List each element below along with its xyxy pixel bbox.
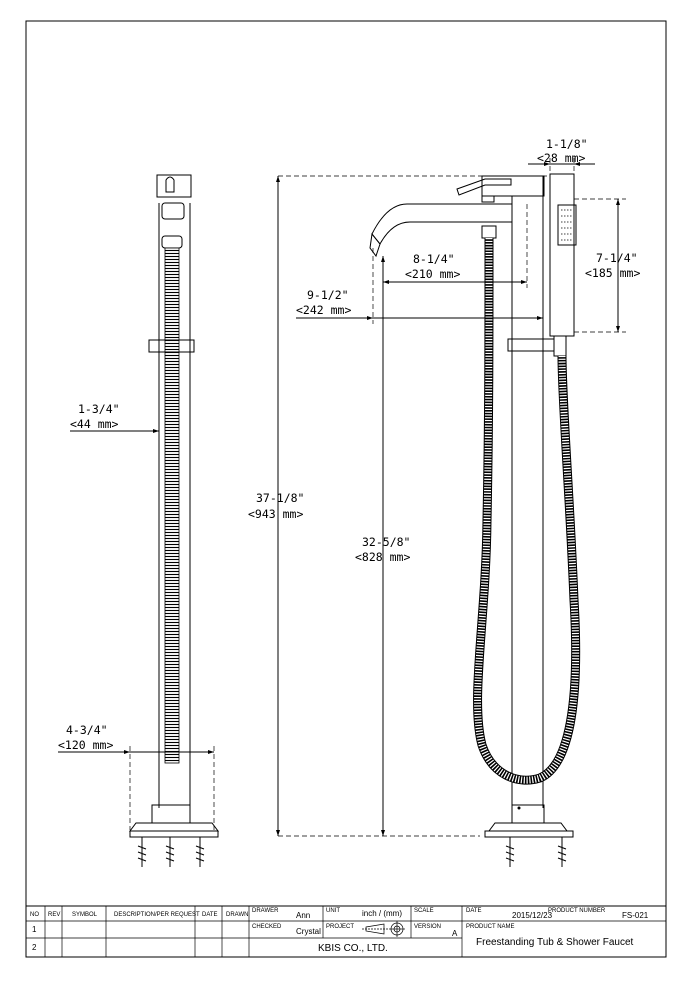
dim-943-imperial: 37-1/8" bbox=[256, 491, 304, 505]
tb-checked-value: Crystal bbox=[296, 927, 321, 936]
dim-210-imperial: 8-1/4" bbox=[413, 252, 455, 266]
dim-120-metric: <120 mm> bbox=[58, 738, 113, 752]
tb-product-number-value: FS-021 bbox=[622, 911, 649, 920]
tb-unit-value: inch / (mm) bbox=[362, 909, 402, 918]
title-block-frame bbox=[25, 905, 667, 958]
side-view: 1-3/4" <44 mm> 4-3/4" <120 mm> bbox=[58, 174, 219, 867]
side-spout bbox=[161, 202, 185, 220]
dim-44mm: 1-3/4" <44 mm> bbox=[70, 402, 159, 433]
dim-185mm: 7-1/4" <185 mm> bbox=[574, 198, 640, 333]
front-base-collar bbox=[511, 804, 545, 824]
dim-828-metric: <828 mm> bbox=[355, 550, 410, 564]
tb-header-product-name: PRODUCT NAME bbox=[466, 924, 515, 930]
dim-210-metric: <210 mm> bbox=[405, 267, 460, 281]
tb-drawer-value: Ann bbox=[296, 911, 310, 920]
tb-header-drawn: DRAWN bbox=[226, 912, 248, 918]
dim-828-imperial: 32-5/8" bbox=[362, 535, 410, 549]
dim-28mm: 1-1/8" <28 mm> bbox=[528, 137, 595, 174]
tb-header-no: NO bbox=[30, 912, 39, 918]
dim-943-metric: <943 mm> bbox=[248, 507, 303, 521]
dim-28-metric: <28 mm> bbox=[537, 151, 586, 165]
side-base-plate bbox=[129, 822, 219, 832]
tb-header-scale: SCALE bbox=[414, 908, 434, 914]
front-holder-clip bbox=[553, 335, 567, 357]
dim-242mm: 9-1/2" <242 mm> bbox=[296, 248, 543, 324]
side-hose bbox=[164, 247, 180, 764]
front-lever-base bbox=[481, 195, 495, 203]
side-spout-outlet bbox=[161, 235, 183, 249]
tb-header-description: DESCRIPTION/PER REQUEST bbox=[114, 912, 200, 918]
tb-header-unit: UNIT bbox=[326, 908, 340, 914]
front-hose-outer bbox=[473, 237, 581, 785]
tb-header-version: VERSION bbox=[414, 924, 441, 930]
tb-header-checked: CHECKED bbox=[252, 924, 282, 930]
front-handshower-body bbox=[549, 173, 575, 337]
side-handle-nub bbox=[165, 176, 175, 193]
tb-company: KBIS CO., LTD. bbox=[318, 943, 388, 954]
dim-120-imperial: 4-3/4" bbox=[66, 723, 108, 737]
dim-28-imperial: 1-1/8" bbox=[546, 137, 588, 151]
side-top-cap bbox=[156, 174, 192, 198]
tb-row-1: 1 bbox=[32, 925, 37, 934]
front-hose-connector bbox=[481, 225, 497, 239]
projection-symbol-icon bbox=[362, 921, 405, 937]
front-lever-handle bbox=[456, 178, 512, 196]
front-mounting-bolts bbox=[505, 837, 567, 867]
side-base-collar bbox=[151, 804, 191, 824]
tb-header-project: PROJECT bbox=[326, 924, 354, 930]
tb-header-drawer: DRAWER bbox=[252, 908, 279, 914]
tb-header-rev: REV bbox=[48, 912, 60, 918]
dim-44-metric: <44 mm> bbox=[70, 417, 119, 431]
dim-185-metric: <185 mm> bbox=[585, 266, 640, 280]
dim-44-imperial: 1-3/4" bbox=[78, 402, 120, 416]
dim-120mm: 4-3/4" <120 mm> bbox=[58, 723, 215, 830]
front-base-screw bbox=[517, 806, 521, 810]
front-handshower-spray-face bbox=[557, 204, 577, 246]
front-view: 37-1/8" <943 mm> 32-5/8" <828 mm> 9-1/2"… bbox=[248, 137, 640, 867]
side-mounting-bolts bbox=[137, 837, 205, 867]
front-top-body bbox=[481, 175, 545, 197]
side-base-flange bbox=[129, 830, 219, 838]
front-holder-ring bbox=[507, 338, 555, 352]
tb-row-2: 2 bbox=[32, 943, 37, 952]
front-spout-tip bbox=[369, 232, 381, 258]
tb-header-date2: DATE bbox=[466, 908, 482, 914]
dim-185-imperial: 7-1/4" bbox=[596, 251, 638, 265]
tb-header-symbol: SYMBOL bbox=[72, 912, 98, 918]
front-base-flange bbox=[484, 830, 574, 838]
tb-header-product-number: PRODUCT NUMBER bbox=[548, 908, 606, 914]
tb-header-date: DATE bbox=[202, 912, 218, 918]
front-handshower-nozzles bbox=[561, 209, 573, 241]
title-block: NO REV SYMBOL DESCRIPTION/PER REQUEST DA… bbox=[25, 905, 667, 958]
tb-date-value: 2015/12/23 bbox=[512, 911, 553, 920]
dim-828mm: 32-5/8" <828 mm> bbox=[355, 256, 410, 836]
dim-210mm: 8-1/4" <210 mm> bbox=[383, 204, 528, 288]
dim-943mm: 37-1/8" <943 mm> bbox=[248, 175, 550, 837]
front-base-plate bbox=[488, 822, 568, 832]
side-holder-ring bbox=[148, 339, 195, 353]
tb-product-name-value: Freestanding Tub & Shower Faucet bbox=[476, 937, 634, 948]
front-hose-coils bbox=[474, 237, 580, 784]
dim-242-metric: <242 mm> bbox=[296, 303, 351, 317]
tb-version-value: A bbox=[452, 929, 458, 938]
dim-242-imperial: 9-1/2" bbox=[307, 288, 349, 302]
